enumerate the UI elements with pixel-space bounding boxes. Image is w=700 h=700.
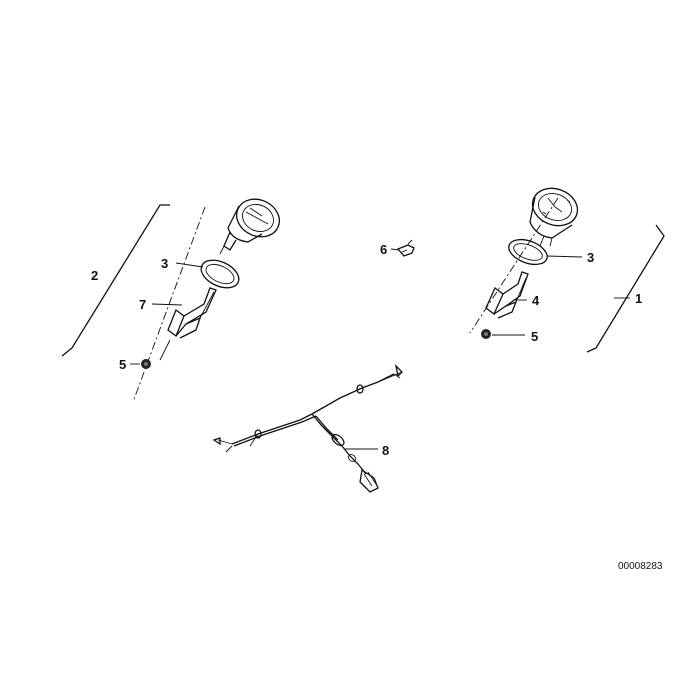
left-bracket-part-leader xyxy=(151,303,183,306)
callout-clip: 6 xyxy=(380,242,387,257)
callout-harness: 8 xyxy=(382,443,389,458)
left-gauge-icon xyxy=(219,198,280,255)
diagram-number: 00008283 xyxy=(618,561,663,572)
callout-right-bracket: 1 xyxy=(635,291,642,306)
callout-left-nut: 5 xyxy=(119,357,126,372)
left-ring-leader xyxy=(175,262,204,268)
right-center-axis xyxy=(469,197,559,334)
left-group-bracket xyxy=(61,204,170,357)
callout-left-ring: 3 xyxy=(161,256,168,271)
clip-icon xyxy=(396,239,415,257)
left-assembly xyxy=(61,198,280,403)
right-nut-icon xyxy=(481,329,491,339)
right-group-bracket xyxy=(586,224,665,353)
left-mount-bracket-icon xyxy=(159,287,217,361)
right-ring-leader xyxy=(546,255,583,258)
callout-left-bracket-part: 7 xyxy=(139,297,146,312)
callout-right-bracket-part: 4 xyxy=(532,293,540,308)
right-gauge-icon xyxy=(529,187,579,247)
right-mount-bracket-icon xyxy=(485,271,529,319)
callout-right-ring: 3 xyxy=(587,250,594,265)
callout-left-bracket: 2 xyxy=(91,268,98,283)
right-ring-icon xyxy=(508,238,548,266)
left-ring-icon xyxy=(200,259,240,289)
callout-right-nut: 5 xyxy=(531,329,538,344)
left-nut-icon xyxy=(141,359,151,369)
right-assembly xyxy=(469,187,665,353)
wiring-harness-icon xyxy=(212,364,403,493)
clip-leader xyxy=(390,248,400,251)
